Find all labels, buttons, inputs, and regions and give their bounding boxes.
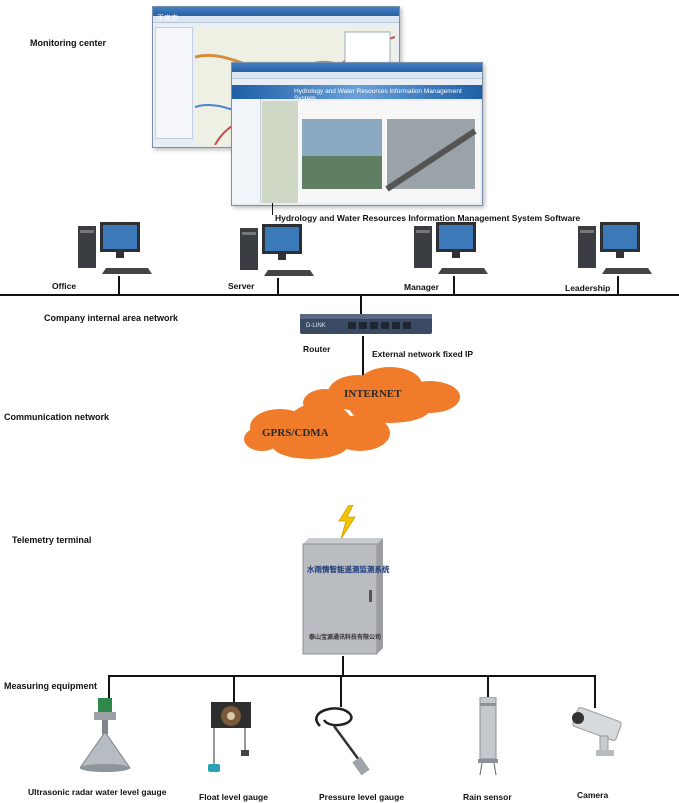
computer-label-server: Server (228, 281, 255, 291)
device-label-camera: Camera (577, 790, 609, 800)
router-label: Router (303, 344, 331, 354)
cabinet-maker: 泰山宝源通讯科技有限公司 (309, 635, 382, 641)
lan-drop-line (277, 278, 279, 295)
software-banner: Hydrology and Water Resources Informatio… (232, 85, 482, 102)
window-menubar (153, 16, 399, 23)
radar-gauge-icon (80, 698, 131, 772)
photo-panel (262, 101, 480, 203)
gprs-label: GPRS/CDMA (262, 427, 329, 439)
software-title: Hydrology and Water Resources Informatio… (275, 213, 581, 223)
window-titlebar: 平度市 (153, 7, 399, 22)
router-icon: D-LINK (300, 314, 432, 334)
device-label-rain: Rain sensor (463, 792, 512, 802)
rain-sensor-icon (478, 697, 498, 776)
equipment-bus-line (108, 675, 595, 677)
layer-monitoring-center: Monitoring center (30, 38, 106, 48)
layer-company-network: Company internal area network (44, 313, 179, 323)
router-uplink-line (360, 294, 362, 316)
internet-label: INTERNET (344, 388, 402, 400)
cabinet-drop-line (342, 656, 344, 676)
device-label-radar: Ultrasonic radar water level gauge (28, 787, 167, 797)
cabinet-title: 水雨情智能遥测监测系统 (307, 565, 390, 574)
cabinet-body (302, 538, 383, 655)
camera-icon (572, 707, 622, 756)
lightning-icon (338, 505, 356, 539)
layer-telemetry-terminal: Telemetry terminal (12, 535, 92, 545)
computer-label-office: Office (52, 281, 77, 291)
equipment-drop-line (594, 675, 596, 708)
pressure-gauge-icon (315, 707, 370, 776)
banner-text: Hydrology and Water Resources Informatio… (294, 88, 462, 102)
equipment-drop-line (340, 675, 342, 707)
lan-bus-line (0, 294, 679, 296)
lan-drop-line (617, 276, 619, 295)
computer-label-leadership: Leadership (565, 283, 611, 293)
float-gauge-icon (208, 702, 251, 772)
equipment-drop-line (233, 675, 235, 702)
window-titlebar (232, 63, 482, 72)
software-connector (272, 203, 273, 215)
telemetry-cabinet: 水雨情智能遥测监测系统 泰山宝源通讯科技有限公司 (301, 538, 390, 656)
router-brand: D-LINK (306, 323, 326, 329)
lan-drop-line (118, 276, 120, 295)
computer-icon (240, 224, 314, 276)
app-brand: 平度市 (157, 15, 178, 22)
equipment-drop-line (108, 675, 110, 701)
layer-communication-network: Communication network (4, 412, 110, 422)
device-label-float: Float level gauge (199, 792, 268, 802)
lan-drop-line (453, 276, 455, 295)
window-menubar (232, 72, 482, 79)
computer-label-manager: Manager (404, 282, 439, 292)
computer-icon (414, 222, 488, 274)
network-cloud: INTERNET GPRS/CDMA (244, 367, 460, 459)
external-ip-label: External network fixed IP (372, 349, 474, 359)
computer-icon (578, 222, 652, 274)
software-screenshot-front: Hydrology and Water Resources Informatio… (231, 62, 483, 206)
computer-icon (78, 222, 152, 274)
window-sidebar (155, 27, 193, 139)
equipment-drop-line (487, 675, 489, 699)
router-downlink-line (362, 336, 364, 378)
device-label-pressure: Pressure level gauge (319, 792, 405, 802)
window-tree-panel (232, 99, 261, 203)
layer-measuring-equipment: Measuring equipment (4, 681, 98, 691)
